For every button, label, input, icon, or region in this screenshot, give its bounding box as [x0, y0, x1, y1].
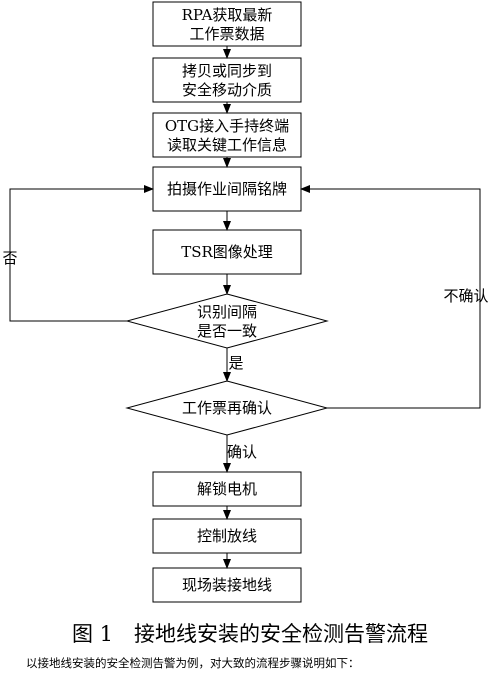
loop-no-back-to-photo — [9, 185, 154, 322]
node-tsr-process-label: TSR图像处理 — [181, 243, 273, 261]
node-unlock-motor-box — [152, 471, 302, 507]
flowchart: RPA获取最新 工作票数据 拷贝或同步到 安全移动介质 OTG接入手持终端 读取… — [2, 1, 489, 603]
node-rpa-fetch-line1: RPA获取最新 — [182, 6, 273, 24]
node-install-ground-box — [152, 567, 302, 603]
node-rpa-fetch-box — [152, 1, 302, 47]
node-rpa-fetch-line2: 工作票数据 — [189, 25, 264, 43]
intro-note: 以接地线安装的安全检测告警为例，对大致的流程步骤说明如下： — [26, 656, 360, 670]
edge-label-not-confirmed: 不确认 — [443, 287, 488, 305]
node-photo-nameplate-box — [152, 166, 302, 212]
figure-caption: 图 1 接地线安装的安全检测告警流程 — [71, 622, 429, 646]
node-otg-read-line1: OTG接入手持终端 — [165, 117, 289, 135]
node-photo-nameplate-label: 拍摄作业间隔铭牌 — [167, 180, 287, 198]
edge-label-no: 否 — [2, 249, 17, 267]
loop-not-confirmed-back-to-photo — [300, 185, 481, 409]
edge-label-yes: 是 — [228, 354, 243, 372]
decision-reconfirm-label: 工作票再确认 — [182, 399, 272, 417]
decision-match-line2: 是否一致 — [197, 322, 257, 340]
node-install-ground-label: 现场装接地线 — [182, 576, 272, 594]
node-otg-read-line2: 读取关键工作信息 — [167, 136, 287, 154]
decision-match-line1: 识别间隔 — [197, 303, 257, 321]
node-copy-sync-line2: 安全移动介质 — [182, 81, 272, 99]
node-unlock-motor-label: 解锁电机 — [197, 480, 257, 498]
edge-label-confirmed: 确认 — [227, 443, 257, 461]
node-control-payout-label: 控制放线 — [197, 527, 257, 545]
node-copy-sync-line1: 拷贝或同步到 — [182, 62, 272, 80]
node-copy-sync-box — [152, 57, 302, 103]
